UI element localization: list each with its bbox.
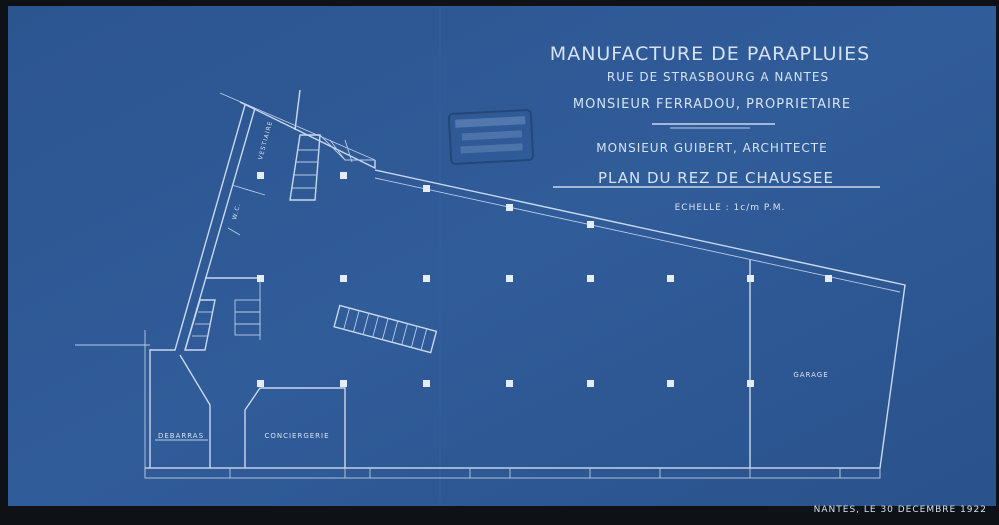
room-label-wc: W.C. (231, 202, 242, 220)
staircase-center (333, 304, 438, 354)
owner: MONSIEUR FERRADOU, PROPRIETAIRE (573, 97, 851, 112)
paper (8, 6, 996, 506)
scale: ECHELLE : 1c/m P.M. (675, 203, 786, 213)
room-label-debarras: DEBARRAS (158, 432, 204, 440)
staircase-top (289, 134, 375, 201)
room-label-conciergerie: CONCIERGERIE (264, 432, 329, 440)
pillars (257, 172, 832, 387)
floor-plan (75, 89, 906, 479)
room-label-garage: GARAGE (793, 371, 828, 379)
staircase-left (184, 299, 261, 351)
date-line: NANTES, LE 30 DECEMBRE 1922 (814, 505, 987, 515)
archive-stamp (447, 109, 535, 165)
plan-name: PLAN DU REZ DE CHAUSSEE (598, 169, 834, 187)
title: MANUFACTURE DE PARAPLUIES (550, 43, 870, 65)
address: RUE DE STRASBOURG A NANTES (607, 70, 829, 84)
architect: MONSIEUR GUIBERT, ARCHITECTE (596, 141, 827, 155)
